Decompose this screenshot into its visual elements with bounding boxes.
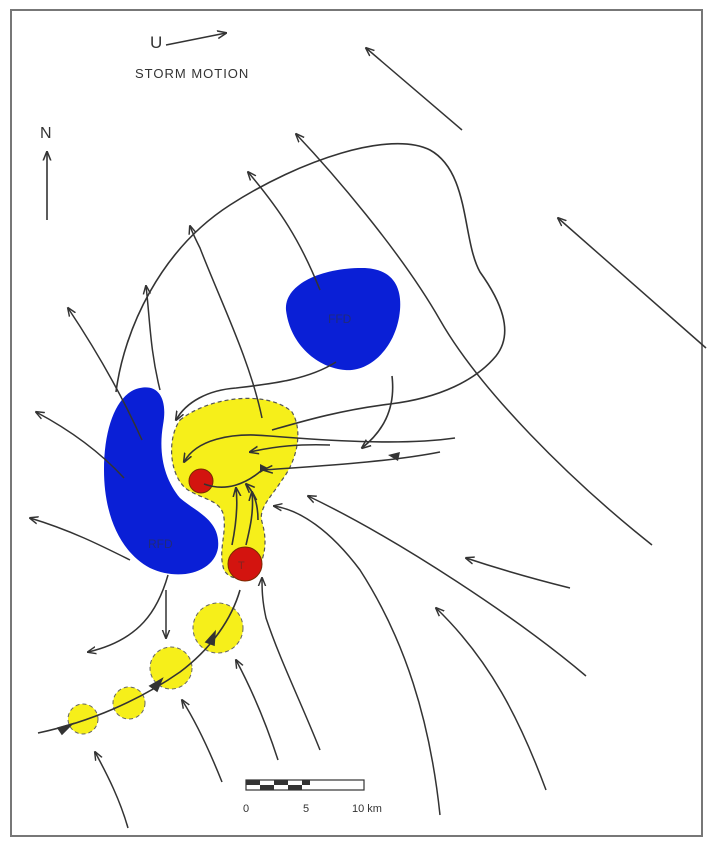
tornado-label: T [238,560,245,572]
ffd-label: FFD [328,312,352,326]
scale-bar: 0 5 10 km [243,780,382,815]
scale-bar-segment [302,780,310,785]
scale-bar-segment [260,785,274,790]
north-indicator: N [40,125,52,220]
north-label: N [40,125,52,142]
scale-tick-0: 0 [243,803,249,815]
scale-bar-segment [274,780,288,785]
scale-tick-5: 5 [303,803,309,815]
updraft-circle [113,687,145,719]
updraft-circle [193,603,243,653]
tornado-circle-north [189,469,213,493]
scale-tick-10: 10 km [352,803,382,815]
updraft-track [68,603,243,734]
scale-bar-segment [246,780,260,785]
storm-motion-arrow-icon [166,33,226,45]
updraft-circle [68,704,98,734]
storm-motion-vector-label: U [150,33,162,52]
tornado-circle-south [228,547,262,581]
storm-motion-indicator: U STORM MOTION [135,33,249,81]
storm-motion-label: STORM MOTION [135,66,249,81]
scale-bar-segment [288,785,302,790]
rfd-label: RFD [148,537,173,551]
